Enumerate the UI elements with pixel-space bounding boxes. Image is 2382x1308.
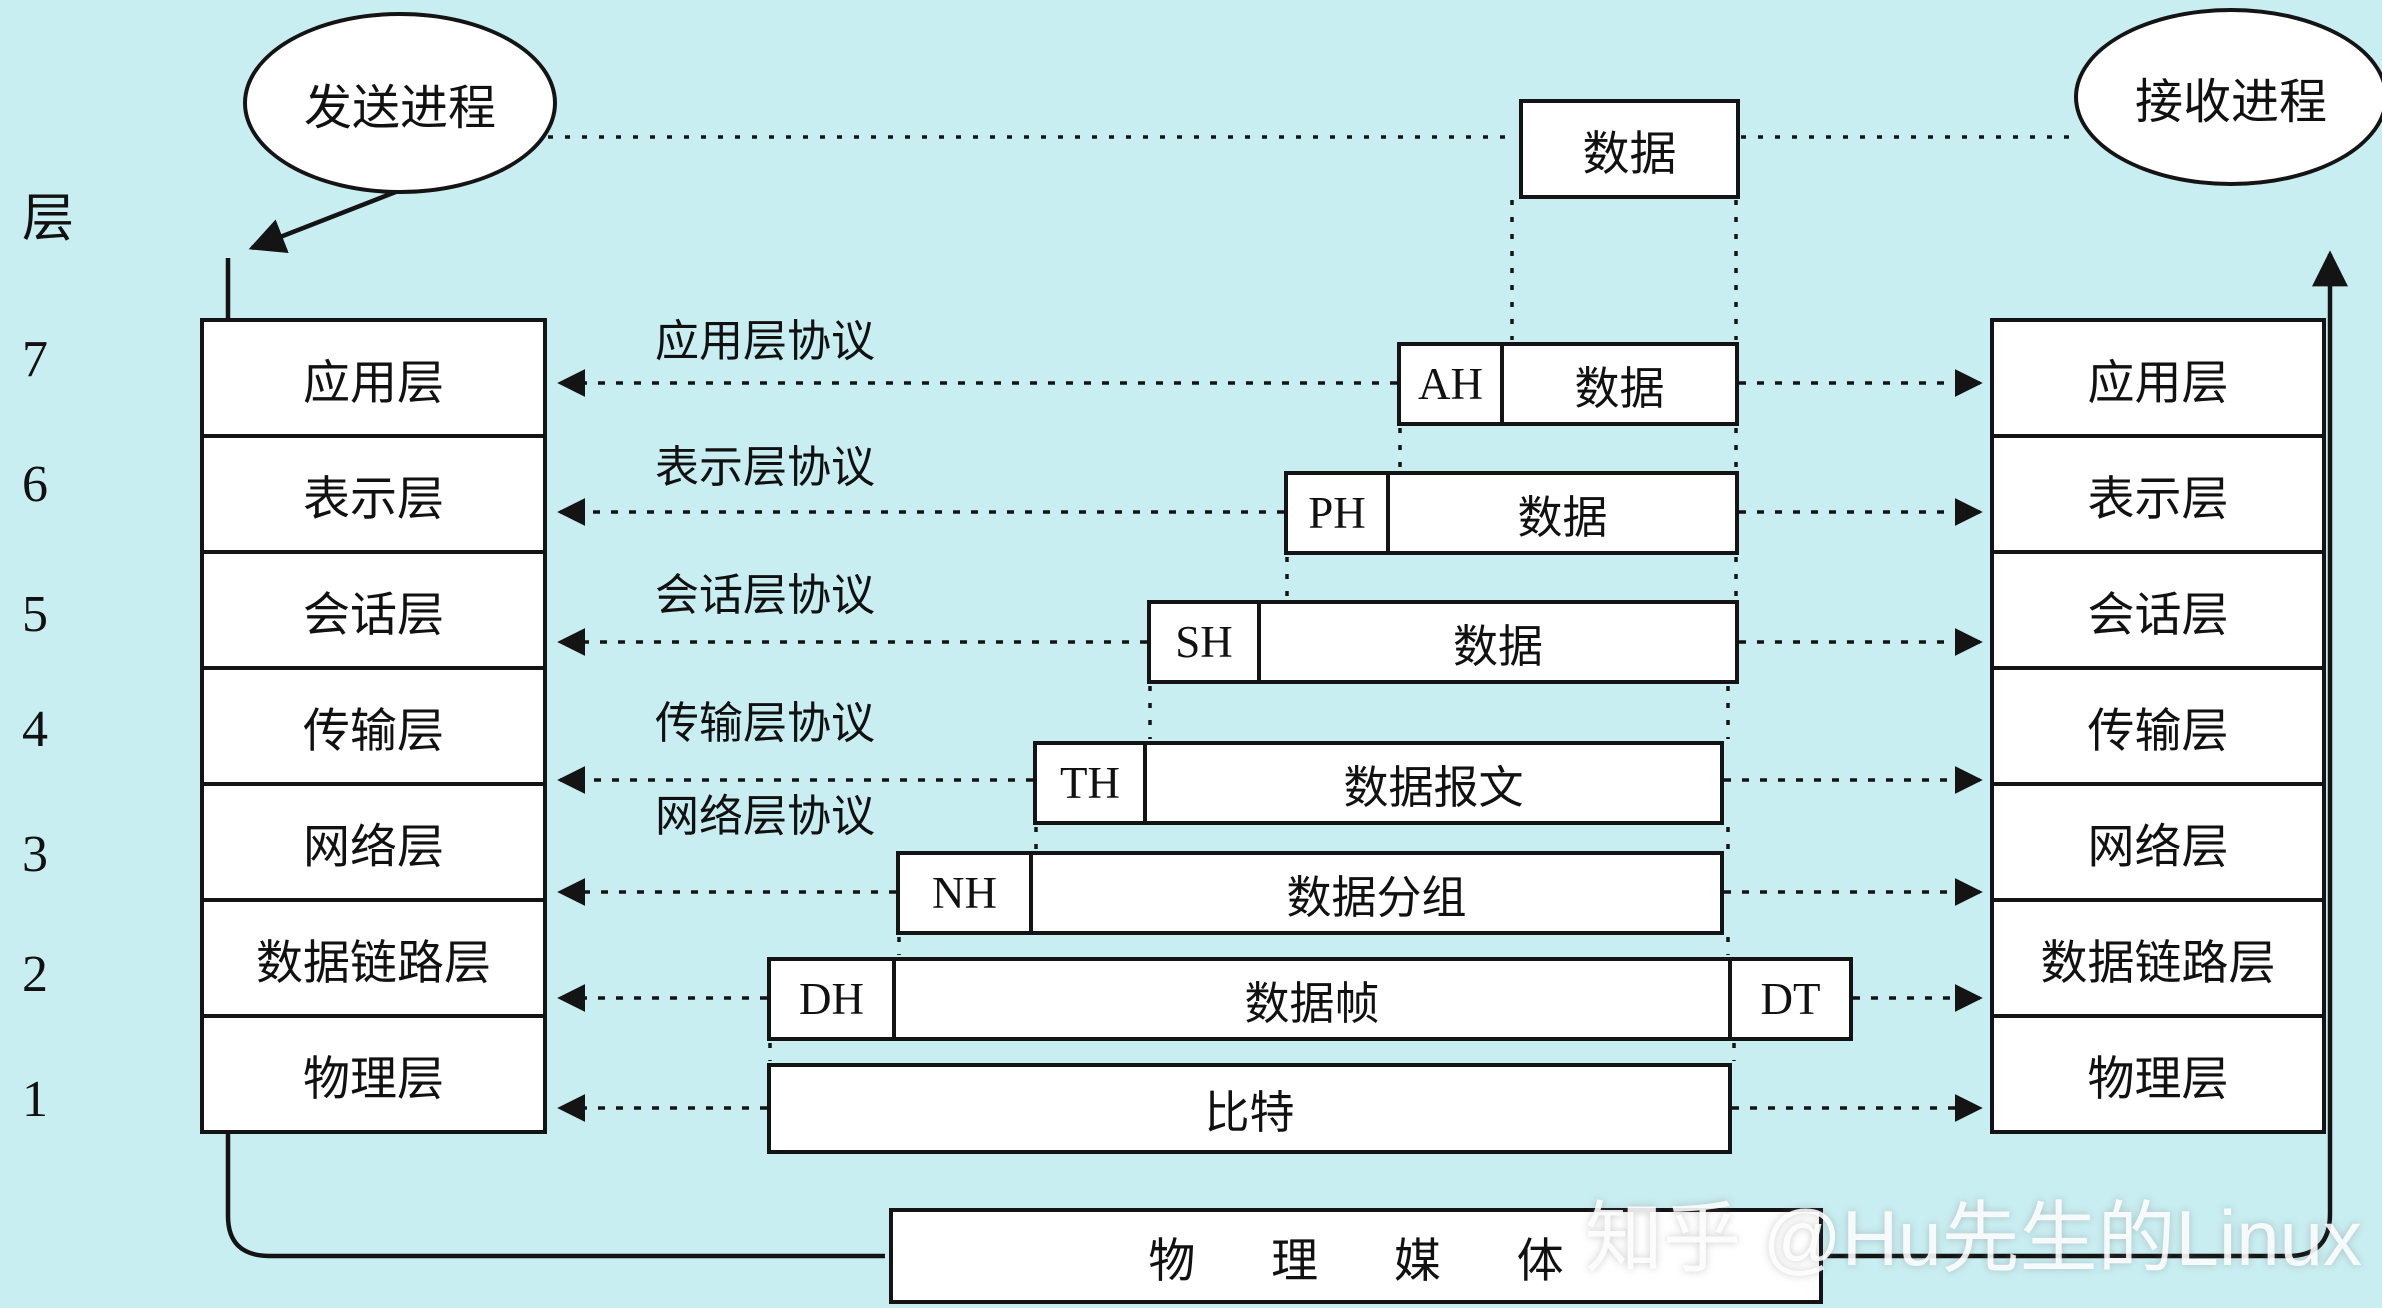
pdu-header-th: TH [1033, 741, 1147, 825]
layer-box-left-application: 应用层 [200, 318, 547, 438]
pdu-row-session: SH 数据 [1147, 600, 1739, 684]
layer-number-4: 4 [22, 701, 48, 758]
sender-layer-stack: 应用层 表示层 会话层 传输层 网络层 数据链路层 物理层 [200, 318, 547, 1134]
layer-number-2: 2 [22, 946, 48, 1003]
physical-medium-box: 物 理 媒 体 [889, 1208, 1823, 1304]
layer-box-right-physical: 物理层 [1990, 1014, 2326, 1134]
pdu-payload-bits: 比特 [767, 1063, 1732, 1154]
layer-box-right-datalink: 数据链路层 [1990, 898, 2326, 1018]
layer-box-right-session: 会话层 [1990, 550, 2326, 670]
pdu-trailer-dt: DT [1728, 957, 1853, 1041]
pdu-payload-network: 数据分组 [1029, 851, 1724, 935]
sender-process-label: 发送进程 [303, 82, 496, 135]
pdu-row-application: AH 数据 [1397, 342, 1739, 426]
layer-number-5: 5 [22, 586, 48, 643]
pdu-header-ph: PH [1284, 471, 1390, 555]
layer-box-left-presentation: 表示层 [200, 434, 547, 554]
layer-box-right-transport: 传输层 [1990, 666, 2326, 786]
pdu-row-physical: 比特 [767, 1063, 1732, 1154]
layer-number-3: 3 [22, 826, 48, 883]
layer-number-7: 7 [22, 331, 48, 388]
pdu-payload-application: 数据 [1500, 342, 1739, 426]
pdu-header-sh: SH [1147, 600, 1261, 684]
layer-box-left-network: 网络层 [200, 782, 547, 902]
receiver-layer-stack: 应用层 表示层 会话层 传输层 网络层 数据链路层 物理层 [1990, 318, 2326, 1134]
pdu-payload-presentation: 数据 [1386, 471, 1739, 555]
pdu-header-ah: AH [1397, 342, 1504, 426]
layer-box-left-transport: 传输层 [200, 666, 547, 786]
pdu-header-dh: DH [767, 957, 896, 1041]
pdu-header-nh: NH [896, 851, 1033, 935]
layer-box-right-presentation: 表示层 [1990, 434, 2326, 554]
layer-axis-label: 层 [22, 191, 75, 248]
protocol-label-session: 会话层协议 [655, 571, 875, 620]
pdu-row-datalink: DH 数据帧 DT [767, 957, 1853, 1041]
pdu-payload-session: 数据 [1257, 600, 1739, 684]
layer-box-right-application: 应用层 [1990, 318, 2326, 438]
layer-number-6: 6 [22, 456, 48, 513]
layer-number-1: 1 [22, 1071, 48, 1128]
pdu-payload-transport: 数据报文 [1143, 741, 1724, 825]
watermark-text: 知乎 @Hu先生的Linux [1585, 1194, 2363, 1282]
protocol-label-network: 网络层协议 [655, 792, 875, 841]
layer-box-left-datalink: 数据链路层 [200, 898, 547, 1018]
receiver-process-ellipse: 接收进程 [2074, 8, 2382, 186]
protocol-label-transport: 传输层协议 [655, 699, 875, 748]
layer-box-right-network: 网络层 [1990, 782, 2326, 902]
protocol-label-application: 应用层协议 [655, 317, 875, 366]
pdu-row-network: NH 数据分组 [896, 851, 1724, 935]
pdu-payload-datalink: 数据帧 [892, 957, 1732, 1041]
layer-box-left-session: 会话层 [200, 550, 547, 670]
top-data-box: 数据 [1519, 99, 1740, 199]
receiver-process-label: 接收进程 [2134, 76, 2327, 129]
pdu-row-presentation: PH 数据 [1284, 471, 1739, 555]
protocol-label-presentation: 表示层协议 [655, 443, 875, 492]
pdu-row-transport: TH 数据报文 [1033, 741, 1724, 825]
layer-box-left-physical: 物理层 [200, 1014, 547, 1134]
sender-process-ellipse: 发送进程 [243, 12, 557, 194]
